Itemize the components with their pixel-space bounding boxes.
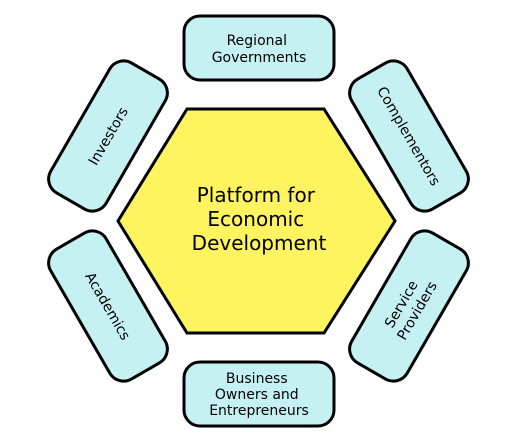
center-label-line: Platform for <box>197 183 316 207</box>
stakeholder-business-owners: Business Owners and Entrepreneurs <box>182 360 336 428</box>
center-label-line: Development <box>192 231 327 255</box>
center-label: Platform for Economic Development <box>192 183 327 255</box>
stakeholder-label-line: Regional <box>227 33 287 49</box>
stakeholder-box <box>47 229 169 383</box>
stakeholder-label: Regional Governments <box>212 33 307 66</box>
stakeholder-label: Business Owners and Entrepreneurs <box>209 371 309 419</box>
stakeholder-label-line: Business <box>226 371 288 387</box>
stakeholder-regional-governments: Regional Governments <box>182 14 336 82</box>
center-label-line: Economic <box>207 207 304 231</box>
stakeholder-academics: Academics <box>47 229 169 383</box>
stakeholder-label-line: Entrepreneurs <box>209 403 309 419</box>
stakeholder-service-providers: Service Providers <box>348 229 470 383</box>
stakeholder-investors: Investors <box>47 59 169 213</box>
stakeholder-box <box>182 14 336 82</box>
stakeholder-label-line: Governments <box>212 50 307 66</box>
stakeholder-box <box>348 229 470 383</box>
stakeholder-label-line: Owners and <box>215 387 299 403</box>
center-hexagon <box>116 107 397 335</box>
stakeholder-box <box>182 360 336 428</box>
stakeholder-box <box>348 59 470 213</box>
stakeholder-box <box>47 59 169 213</box>
